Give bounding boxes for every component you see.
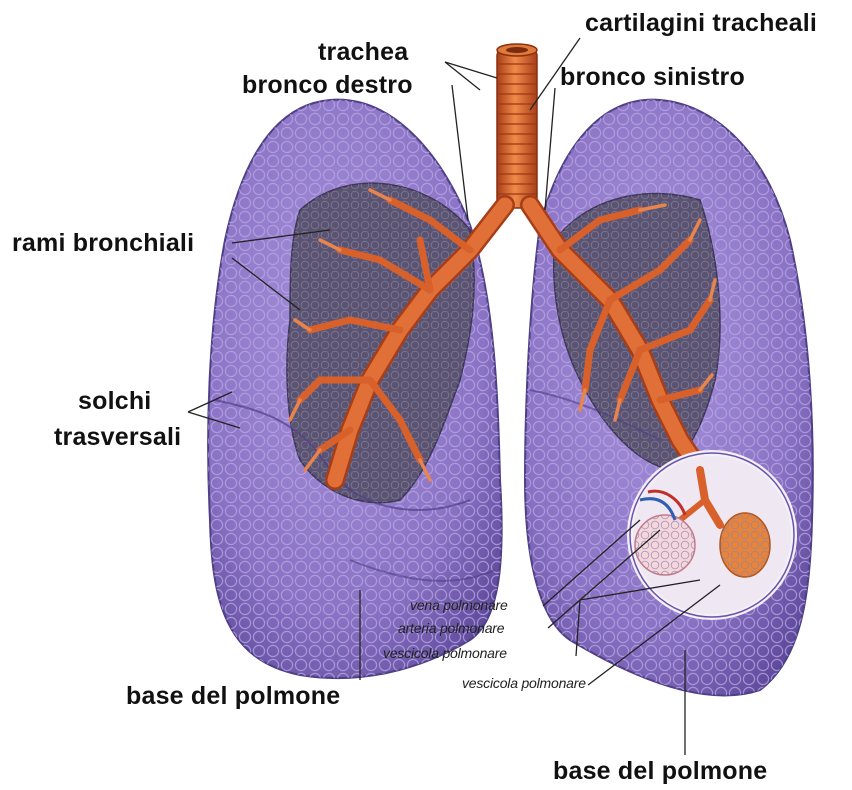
label-solchi: solchi — [78, 387, 151, 416]
label-bronco-sinistro: bronco sinistro — [560, 63, 745, 92]
label-vena-polmonare: vena polmonare — [410, 597, 508, 613]
label-vescicola-polmonare-2: vescicola polmonare — [462, 675, 586, 691]
trachea-tube — [497, 44, 537, 208]
label-rami-bronchiali: rami bronchiali — [12, 229, 194, 258]
label-trachea: trachea — [318, 38, 408, 67]
right-lung — [208, 100, 502, 678]
label-base-del-polmone-left: base del polmone — [126, 682, 340, 711]
label-vescicola-polmonare-1: vescicola polmonare — [383, 645, 507, 661]
label-trasversali: trasversali — [54, 423, 181, 452]
label-cartilagini-tracheali: cartilagini tracheali — [585, 9, 817, 38]
label-bronco-destro: bronco destro — [242, 71, 413, 100]
label-arteria-polmonare: arteria polmonare — [398, 620, 504, 636]
label-base-del-polmone-right: base del polmone — [553, 757, 767, 786]
